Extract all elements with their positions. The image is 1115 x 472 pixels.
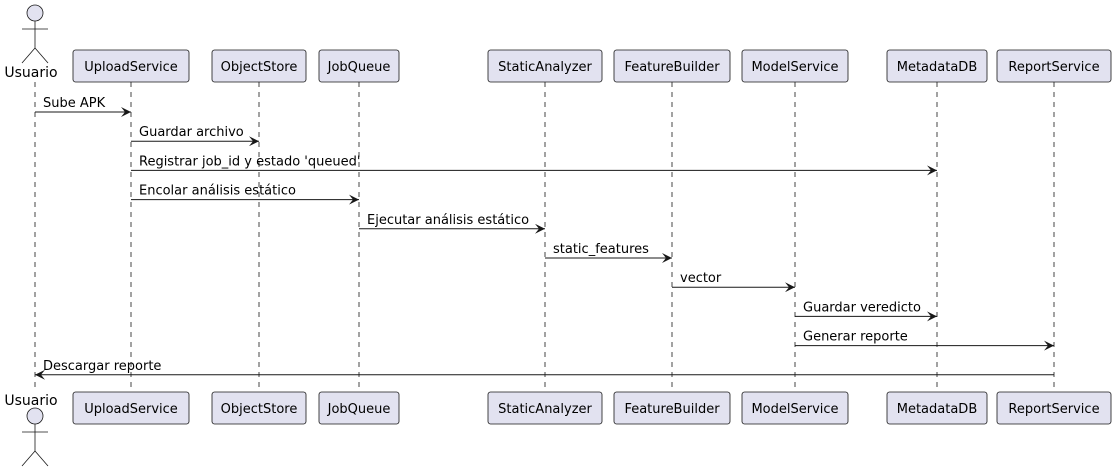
- message-label: Guardar veredicto: [803, 300, 921, 315]
- participant-label: MetadataDB: [897, 60, 978, 75]
- participant-box: [741, 391, 849, 425]
- participant-label: UploadService: [84, 60, 178, 75]
- participant-label: StaticAnalyzer: [498, 60, 592, 75]
- message-label: Guardar archivo: [139, 125, 244, 140]
- participant-feature-builder-top: FeatureBuilder: [613, 49, 731, 83]
- participant-job-queue-top: JobQueue: [318, 49, 400, 83]
- participant-label: ObjectStore: [221, 60, 298, 75]
- participant-label: StaticAnalyzer: [498, 402, 592, 417]
- participant-box: [487, 391, 603, 425]
- participant-box: [72, 49, 190, 83]
- message-5: Ejecutar análisis estático: [359, 213, 545, 234]
- message-10: Descargar reporte: [35, 359, 1054, 380]
- participant-label: FeatureBuilder: [624, 402, 720, 417]
- actor-figure-icon: [21, 4, 49, 64]
- lifelines: [34, 82, 1055, 392]
- participant-box: [996, 49, 1112, 83]
- participant-box: [211, 49, 307, 83]
- message-1: Sube APK: [35, 96, 131, 117]
- participant-label: ObjectStore: [221, 402, 298, 417]
- message-label: Registrar job_id y estado 'queued': [139, 154, 360, 169]
- actor-figure-icon: [21, 407, 49, 467]
- participant-box: [886, 391, 988, 425]
- participant-label: ReportService: [1008, 402, 1099, 417]
- message-8: Guardar veredicto: [795, 300, 937, 322]
- participant-label: JobQueue: [327, 60, 391, 75]
- participant-static-analyzer-top: StaticAnalyzer: [487, 49, 603, 83]
- message-7: vector: [672, 271, 795, 293]
- participant-label: ModelService: [751, 60, 838, 75]
- message-label: vector: [680, 271, 722, 286]
- actor-label: Usuario: [4, 393, 57, 409]
- participant-box: [318, 391, 400, 425]
- participant-static-analyzer-bottom: StaticAnalyzer: [487, 391, 603, 425]
- participant-label: ReportService: [1008, 60, 1099, 75]
- message-label: static_features: [553, 242, 649, 257]
- actor-label: Usuario: [4, 65, 57, 81]
- participant-metadata-db-top: MetadataDB: [886, 49, 988, 83]
- participant-report-service-bottom: ReportService: [996, 391, 1112, 425]
- participant-feature-builder-bottom: FeatureBuilder: [613, 391, 731, 425]
- participant-label: ModelService: [751, 402, 838, 417]
- participant-label: JobQueue: [327, 402, 391, 417]
- message-label: Generar reporte: [803, 330, 908, 345]
- participant-object-store-top: ObjectStore: [211, 49, 307, 83]
- message-label: Encolar análisis estático: [139, 184, 296, 199]
- participant-model-service-bottom: ModelService: [741, 391, 849, 425]
- message-9: Generar reporte: [795, 330, 1054, 351]
- participant-box: [886, 49, 988, 83]
- participant-report-service-top: ReportService: [996, 49, 1112, 83]
- message-label: Descargar reporte: [43, 359, 161, 374]
- participant-metadata-db-bottom: MetadataDB: [886, 391, 988, 425]
- participant-box: [211, 391, 307, 425]
- participant-upload-service-top: UploadService: [72, 49, 190, 83]
- message-label: Sube APK: [43, 96, 106, 111]
- message-2: Guardar archivo: [131, 125, 259, 147]
- participant-model-service-top: ModelService: [741, 49, 849, 83]
- participant-box: [741, 49, 849, 83]
- participant-object-store-bottom: ObjectStore: [211, 391, 307, 425]
- participant-box: [613, 49, 731, 83]
- message-label: Ejecutar análisis estático: [367, 213, 529, 228]
- participant-box: [72, 391, 190, 425]
- message-4: Encolar análisis estático: [131, 184, 359, 205]
- participant-box: [318, 49, 400, 83]
- message-3: Registrar job_id y estado 'queued': [131, 154, 937, 176]
- participant-box: [487, 49, 603, 83]
- actor-usuario-bottom: Usuario: [4, 393, 58, 467]
- participant-box: [996, 391, 1112, 425]
- participant-box: [613, 391, 731, 425]
- participant-label: UploadService: [84, 402, 178, 417]
- participant-job-queue-bottom: JobQueue: [318, 391, 400, 425]
- participants: UsuarioUsuarioUploadServiceUploadService…: [4, 4, 1112, 467]
- actor-usuario-top: Usuario: [4, 4, 58, 81]
- participant-label: MetadataDB: [897, 402, 978, 417]
- message-6: static_features: [545, 242, 672, 263]
- participant-label: FeatureBuilder: [624, 60, 720, 75]
- participant-upload-service-bottom: UploadService: [72, 391, 190, 425]
